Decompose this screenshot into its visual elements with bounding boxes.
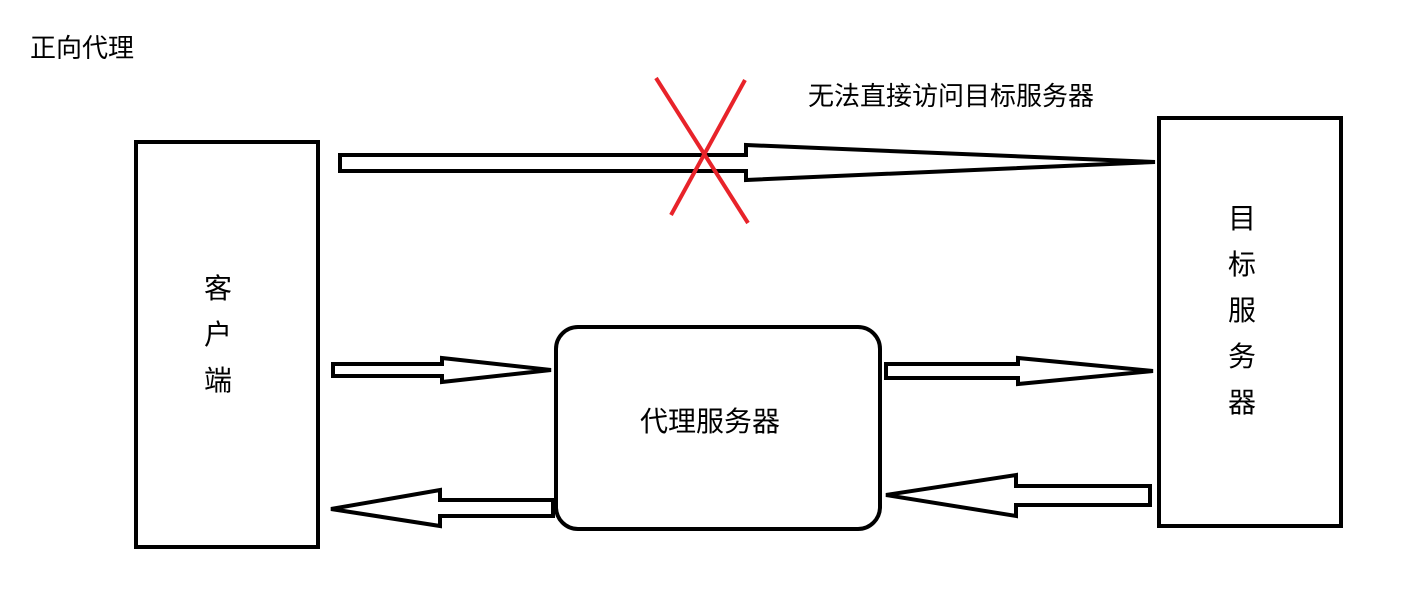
target-label-char: 目 [1227, 202, 1256, 235]
blocked-note: 无法直接访问目标服务器 [808, 82, 1095, 112]
client-to-proxy-arrow [331, 355, 552, 385]
client-box [134, 140, 320, 549]
proxy-server-box [554, 325, 882, 531]
direct-access-arrow [338, 142, 1156, 183]
proxy-to-client-arrow [330, 487, 555, 529]
client-label-char: 户 [203, 318, 232, 351]
proxy-server-label: 代理服务器 [640, 405, 781, 438]
blocked-x-mark [654, 76, 750, 225]
target-label-char: 标 [1227, 248, 1256, 281]
target-label-char: 服 [1227, 294, 1256, 327]
client-label-char: 客 [203, 272, 232, 305]
target-label-char: 务 [1227, 340, 1256, 373]
target-label-char: 器 [1227, 386, 1256, 419]
client-label-char: 端 [203, 364, 232, 397]
target-to-proxy-arrow [885, 472, 1152, 519]
client-label: 客 户 端 [198, 266, 238, 404]
diagram-title: 正向代理 [30, 34, 135, 64]
proxy-to-target-arrow [884, 355, 1154, 387]
target-server-label: 目 标 服 务 器 [1222, 196, 1262, 426]
target-server-box [1157, 116, 1343, 528]
